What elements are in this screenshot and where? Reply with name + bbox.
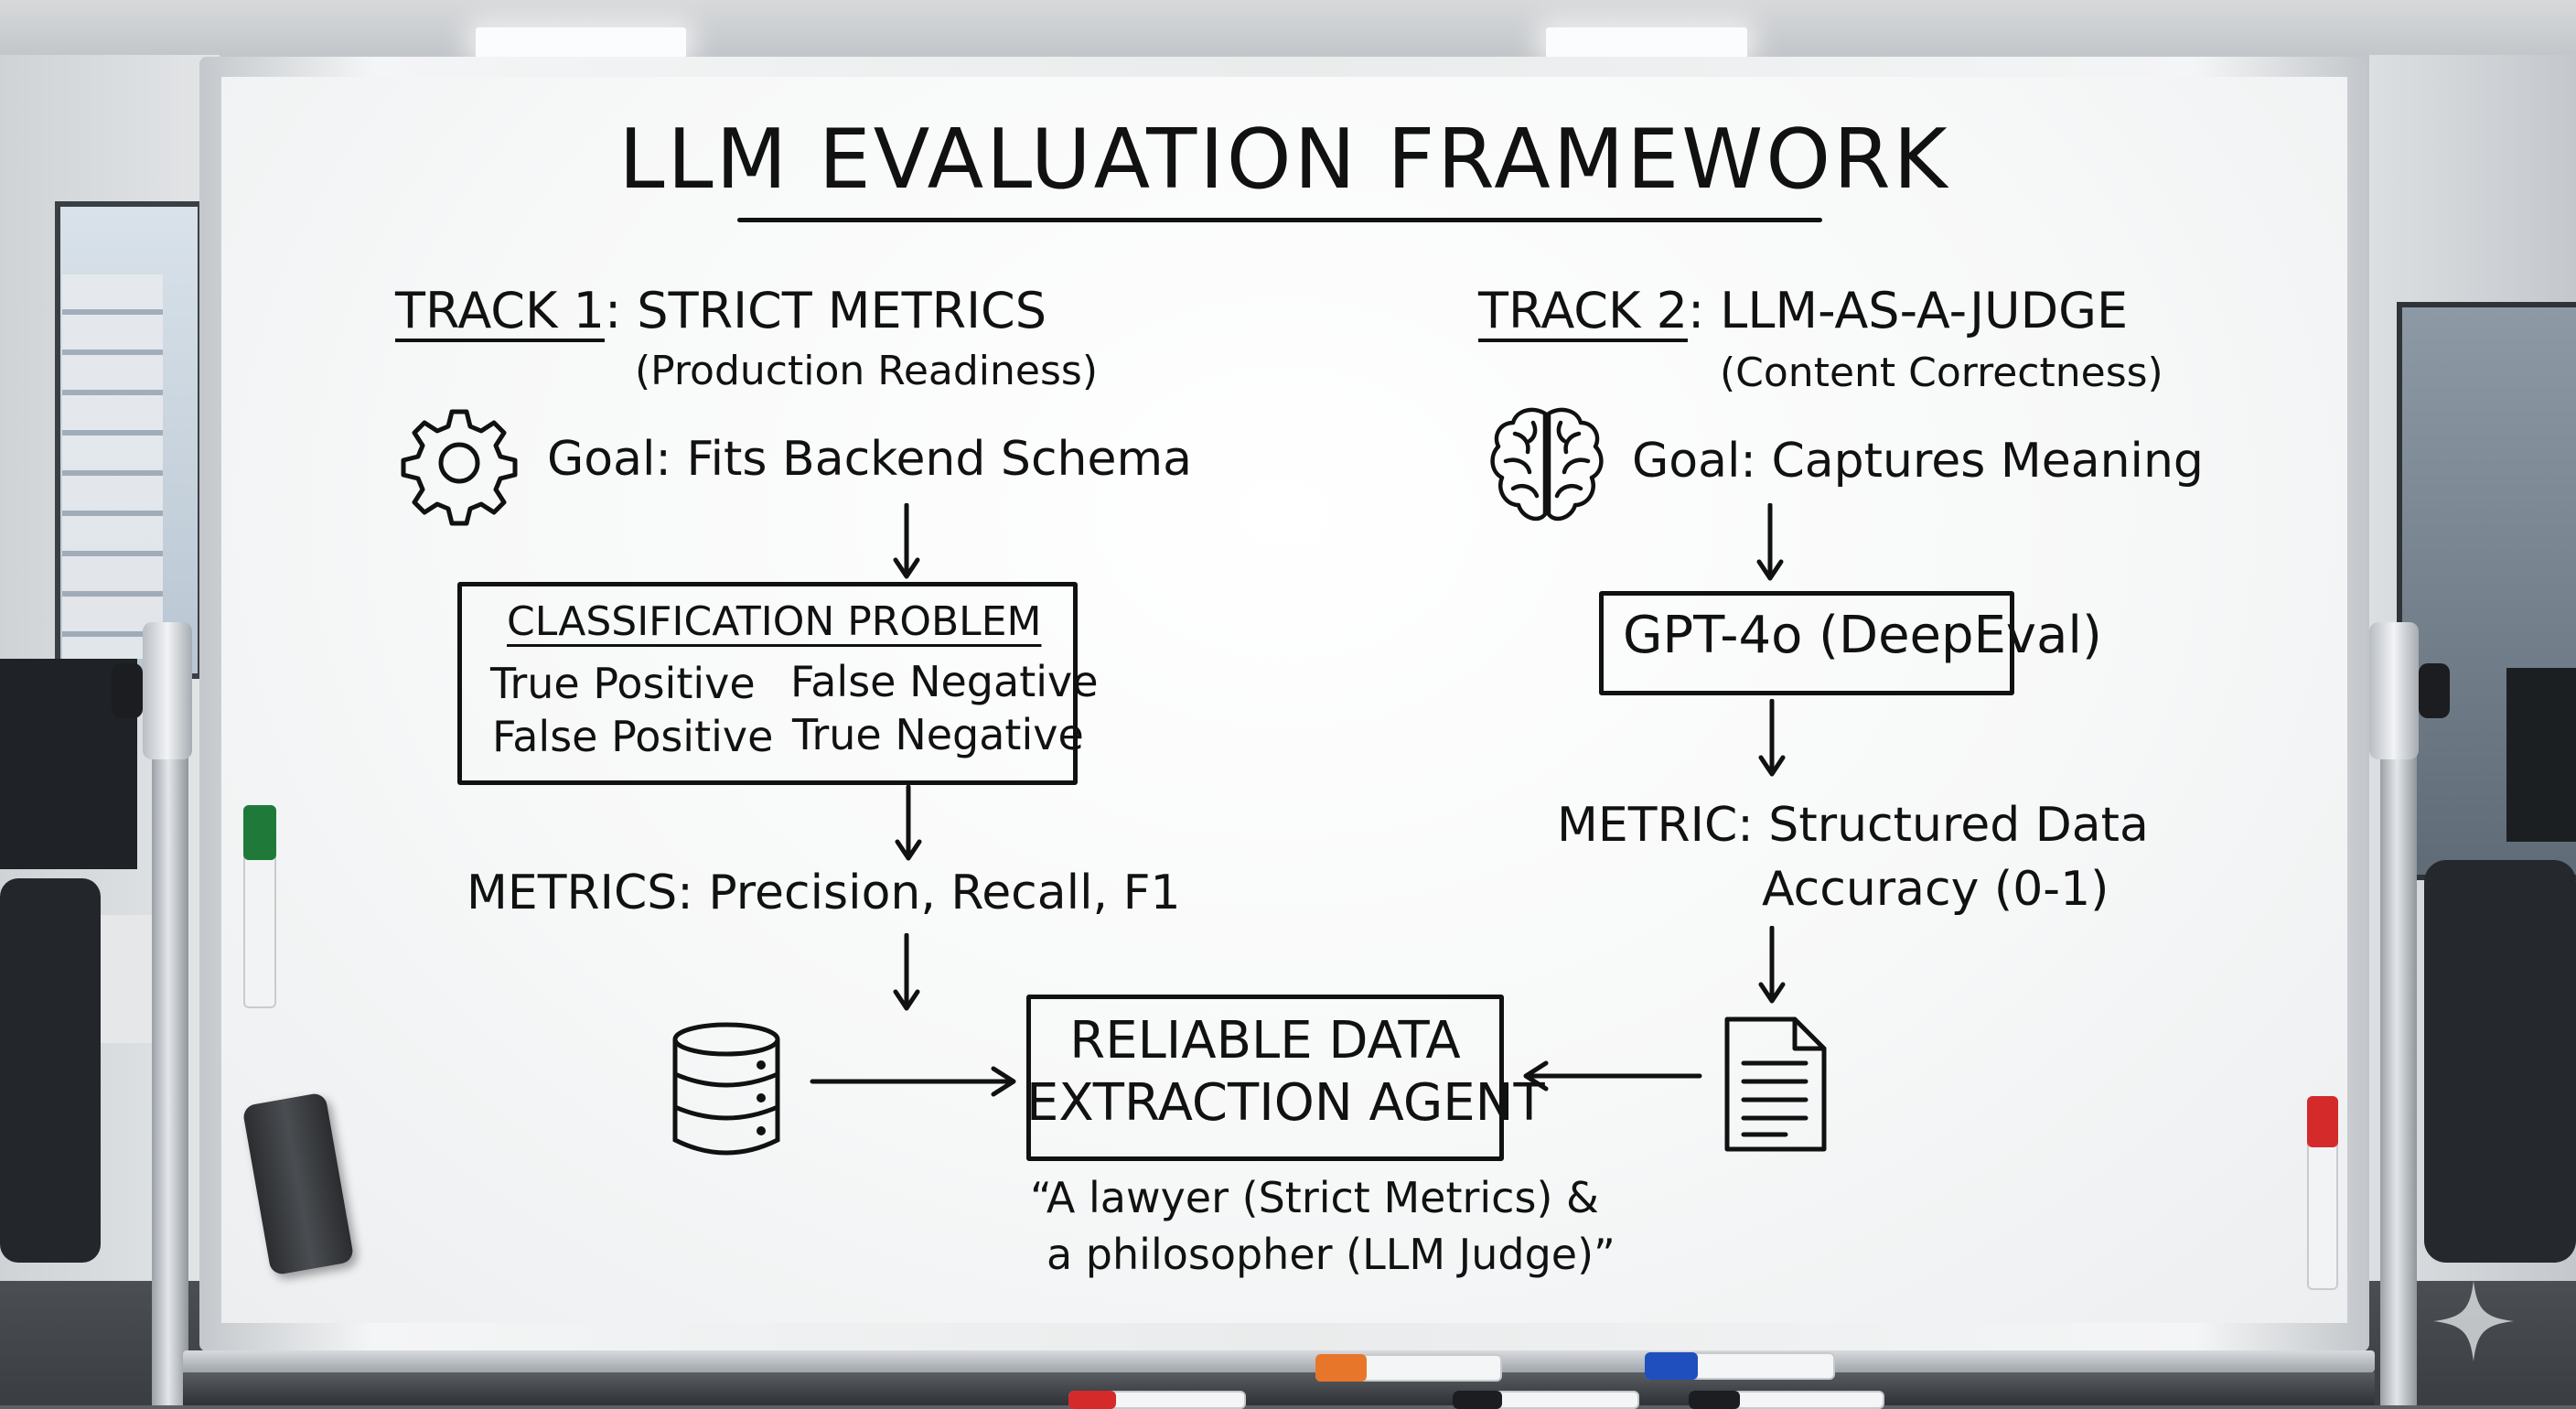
arrow-down bbox=[893, 503, 920, 579]
arrow-down bbox=[1758, 926, 1786, 1004]
stand-knob-right bbox=[2419, 663, 2450, 718]
arrow-down bbox=[895, 785, 922, 861]
arrow-down bbox=[1756, 503, 1784, 581]
arrow-right bbox=[810, 1066, 1016, 1097]
black-marker-tray-2[interactable] bbox=[1689, 1391, 1884, 1409]
agent-line-1: RELIABLE DATA bbox=[1069, 1011, 1461, 1070]
track2-heading: TRACK 2: LLM-AS-A-JUDGE bbox=[1478, 282, 2128, 339]
whiteboard: LLM EVALUATION FRAMEWORK TRACK 1: STRICT… bbox=[199, 57, 2369, 1351]
red-marker-cap bbox=[2307, 1096, 2338, 1147]
classification-title: CLASSIFICATION PROBLEM bbox=[507, 598, 1042, 645]
left-chair bbox=[0, 878, 101, 1263]
window-building bbox=[62, 274, 163, 659]
title-underline bbox=[737, 218, 1822, 222]
agent-line-2: EXTRACTION AGENT bbox=[1026, 1073, 1545, 1133]
track2-name: : LLM-AS-A-JUDGE bbox=[1687, 282, 2129, 339]
track1-metrics: METRICS: Precision, Recall, F1 bbox=[467, 866, 1181, 920]
track2-subtitle: (Content Correctness) bbox=[1720, 350, 2163, 396]
stand-post-right bbox=[2380, 631, 2417, 1405]
gear-icon bbox=[401, 409, 518, 526]
red-marker-tray-cap bbox=[1068, 1391, 1116, 1409]
reliable-agent-box bbox=[1026, 995, 1504, 1161]
classification-box bbox=[457, 582, 1078, 785]
red-marker-tray[interactable] bbox=[1068, 1391, 1246, 1409]
brain-icon bbox=[1490, 407, 1604, 522]
matrix-false-negative: False Negative bbox=[790, 657, 1099, 706]
matrix-true-positive: True Positive bbox=[490, 659, 756, 708]
black-marker-tray[interactable] bbox=[1453, 1391, 1639, 1409]
stand-clamp-right bbox=[2369, 622, 2419, 759]
board-title: LLM EVALUATION FRAMEWORK bbox=[618, 112, 1950, 208]
track1-subtitle: (Production Readiness) bbox=[635, 348, 1098, 394]
track2-goal: Goal: Captures Meaning bbox=[1632, 434, 2204, 489]
track1-label: TRACK 1 bbox=[395, 282, 605, 339]
matrix-true-negative: True Negative bbox=[792, 710, 1084, 759]
arrow-down bbox=[1758, 699, 1786, 777]
track1-goal: Goal: Fits Backend Schema bbox=[547, 432, 1192, 487]
green-marker-cap bbox=[243, 805, 276, 860]
stand-clamp-left bbox=[143, 622, 192, 759]
orange-marker-cap bbox=[1315, 1354, 1367, 1382]
database-icon bbox=[672, 1022, 780, 1156]
whiteboard-surface bbox=[221, 77, 2347, 1323]
track2-metric-line-1: METRIC: Structured Data bbox=[1557, 798, 2149, 853]
arrow-left bbox=[1523, 1060, 1702, 1092]
green-marker[interactable] bbox=[243, 805, 276, 1008]
blue-marker[interactable] bbox=[1645, 1352, 1835, 1380]
judge-box bbox=[1599, 591, 2014, 695]
ceiling-light bbox=[476, 27, 686, 59]
orange-marker[interactable] bbox=[1315, 1354, 1502, 1382]
document-icon bbox=[1724, 1016, 1827, 1152]
black-marker-tray-2-cap bbox=[1689, 1391, 1740, 1409]
stand-post-left bbox=[152, 631, 188, 1405]
sparkle-icon bbox=[2433, 1281, 2514, 1361]
track2-metric-line-2: Accuracy (0-1) bbox=[1762, 862, 2109, 917]
track1-name: : STRICT METRICS bbox=[604, 282, 1046, 339]
blue-marker-cap bbox=[1645, 1352, 1698, 1380]
red-marker[interactable] bbox=[2307, 1096, 2338, 1290]
track1-heading: TRACK 1: STRICT METRICS bbox=[395, 282, 1046, 339]
quote-line-1: “A lawyer (Strict Metrics) & bbox=[1030, 1173, 1599, 1222]
right-monitor bbox=[2506, 668, 2576, 842]
ceiling-light bbox=[1546, 27, 1747, 59]
tray-shadow bbox=[183, 1372, 2375, 1405]
right-chair bbox=[2424, 860, 2576, 1263]
black-marker-tray-cap bbox=[1453, 1391, 1502, 1409]
arrow-down bbox=[893, 933, 920, 1011]
matrix-false-positive: False Positive bbox=[492, 712, 774, 761]
marker-tray bbox=[183, 1350, 2375, 1372]
quote-line-2: a philosopher (LLM Judge)” bbox=[1046, 1230, 1615, 1279]
stand-knob-left bbox=[112, 663, 143, 718]
judge-model: GPT-4o (DeepEval) bbox=[1623, 606, 2102, 665]
track2-label: TRACK 2 bbox=[1478, 282, 1688, 339]
